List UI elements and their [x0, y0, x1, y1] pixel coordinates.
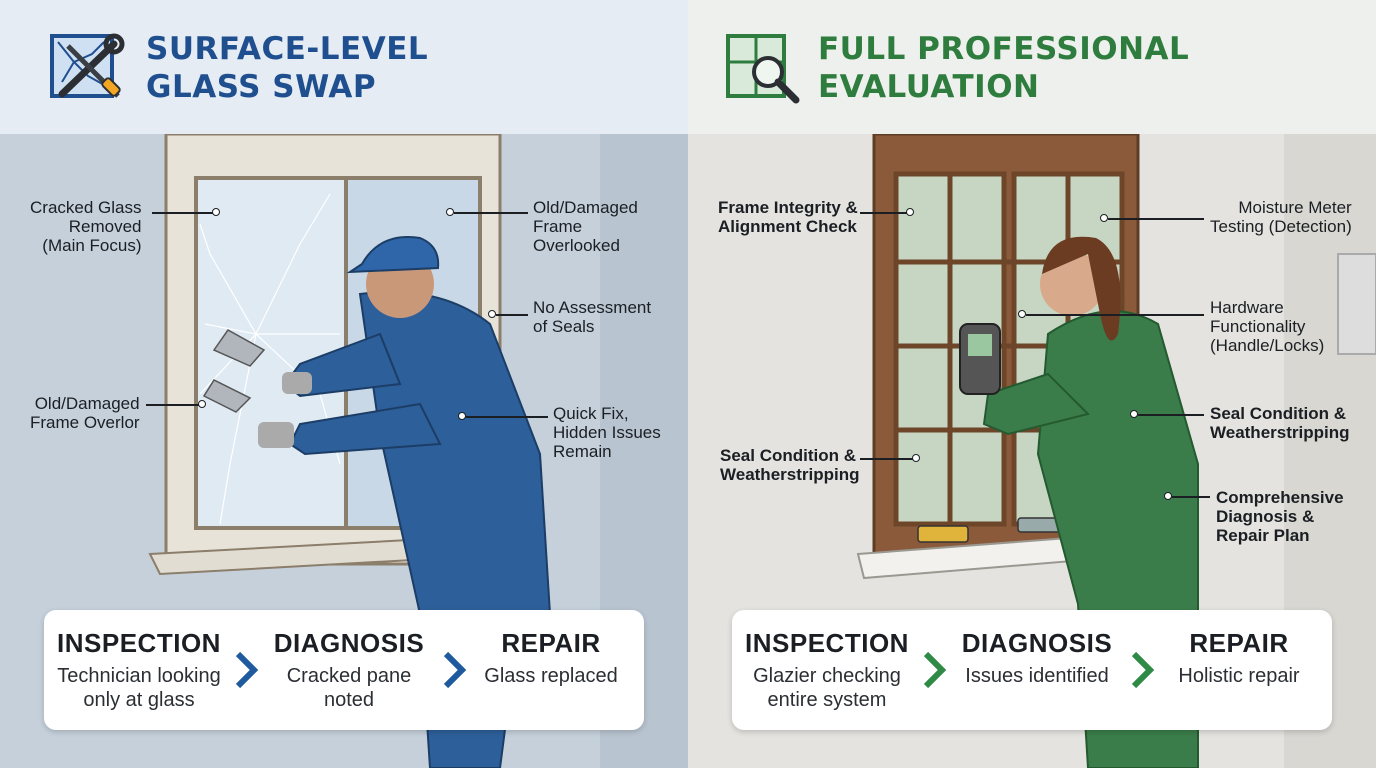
- chevron-right-icon: [235, 651, 259, 689]
- broken-glass-tools-icon: [50, 33, 125, 98]
- left-step-inspection-title: INSPECTION: [57, 628, 221, 658]
- window-magnifier-icon: [726, 34, 800, 104]
- leader-cracked-glass: [152, 212, 214, 214]
- right-step-diagnosis-desc: Issues identified: [965, 665, 1109, 687]
- right-step-inspection-desc: Glazier checking entire system: [753, 665, 901, 711]
- dot-old-frame-top: [446, 208, 454, 216]
- left-step-inspection-desc: Technician looking only at glass: [57, 665, 221, 711]
- callout-old-frame-top: Old/Damaged Frame Overlooked: [533, 198, 638, 255]
- right-title: FULL PROFESSIONAL EVALUATION: [818, 30, 1189, 106]
- leader-old-frame-left: [146, 404, 202, 406]
- callout-seal-left: Seal Condition & Weatherstripping: [720, 446, 860, 484]
- leader-quick-fix: [466, 416, 548, 418]
- chevron-right-icon: [923, 651, 947, 689]
- right-title-line1: FULL PROFESSIONAL: [818, 31, 1190, 67]
- right-title-line2: EVALUATION: [818, 69, 1040, 105]
- dot-moisture-meter: [1100, 214, 1108, 222]
- left-step-inspection: INSPECTION Technician looking only at gl…: [44, 628, 234, 712]
- left-title-line1: SURFACE-LEVEL: [146, 31, 429, 67]
- callout-frame-integrity: Frame Integrity & Alignment Check: [718, 198, 858, 236]
- chevron-right-icon: [443, 651, 467, 689]
- callout-hardware: Hardware Functionality (Handle/Locks): [1210, 298, 1325, 355]
- dot-frame-integrity: [906, 208, 914, 216]
- right-process-bar: INSPECTION Glazier checking entire syste…: [732, 610, 1332, 730]
- callout-no-assessment: No Assessment of Seals: [533, 298, 652, 336]
- leader-comprehensive: [1172, 496, 1210, 498]
- right-panel: FULL PROFESSIONAL EVALUATION: [688, 0, 1376, 768]
- leader-old-frame-top: [454, 212, 528, 214]
- left-title: SURFACE-LEVEL GLASS SWAP: [146, 30, 428, 106]
- right-step-repair-title: REPAIR: [1189, 628, 1289, 658]
- callout-cracked-glass: Cracked Glass Removed (Main Focus): [30, 198, 142, 255]
- right-header: FULL PROFESSIONAL EVALUATION: [688, 0, 1376, 134]
- left-step-repair-desc: Glass replaced: [484, 665, 618, 687]
- dot-hardware: [1018, 310, 1026, 318]
- dot-comprehensive: [1164, 492, 1172, 500]
- leader-moisture-meter: [1108, 218, 1204, 220]
- left-step-diagnosis: DIAGNOSIS Cracked pane noted: [254, 628, 444, 712]
- leader-hardware: [1026, 314, 1204, 316]
- callout-seal-right: Seal Condition & Weatherstripping: [1210, 404, 1350, 442]
- callout-old-frame-left: Old/Damaged Frame Overlor: [30, 394, 140, 432]
- left-step-diagnosis-title: DIAGNOSIS: [273, 628, 425, 658]
- left-step-repair-title: REPAIR: [501, 628, 601, 658]
- callout-quick-fix: Quick Fix, Hidden Issues Remain: [553, 404, 661, 461]
- right-step-repair: REPAIR Holistic repair: [1144, 628, 1334, 688]
- dot-old-frame-left: [198, 400, 206, 408]
- leader-no-assessment: [496, 314, 528, 316]
- leader-seal-right: [1138, 414, 1204, 416]
- leader-frame-integrity: [860, 212, 910, 214]
- dot-no-assessment: [488, 310, 496, 318]
- leader-seal-left: [860, 458, 914, 460]
- right-step-diagnosis: DIAGNOSIS Issues identified: [942, 628, 1132, 688]
- left-process-bar: INSPECTION Technician looking only at gl…: [44, 610, 644, 730]
- callout-moisture-meter: Moisture Meter Testing (Detection): [1210, 198, 1352, 236]
- dot-quick-fix: [458, 412, 466, 420]
- left-header: SURFACE-LEVEL GLASS SWAP: [0, 0, 688, 134]
- right-step-repair-desc: Holistic repair: [1178, 665, 1300, 687]
- left-panel: SURFACE-LEVEL GLASS SWAP: [0, 0, 688, 768]
- left-title-line2: GLASS SWAP: [146, 69, 377, 105]
- dot-cracked-glass: [212, 208, 220, 216]
- right-step-inspection-title: INSPECTION: [745, 628, 909, 658]
- left-step-diagnosis-desc: Cracked pane noted: [286, 665, 412, 711]
- callout-comprehensive: Comprehensive Diagnosis & Repair Plan: [1216, 488, 1344, 545]
- dot-seal-left: [912, 454, 920, 462]
- dot-seal-right: [1130, 410, 1138, 418]
- chevron-right-icon: [1131, 651, 1155, 689]
- right-step-diagnosis-title: DIAGNOSIS: [961, 628, 1113, 658]
- right-step-inspection: INSPECTION Glazier checking entire syste…: [732, 628, 922, 712]
- left-step-repair: REPAIR Glass replaced: [456, 628, 646, 688]
